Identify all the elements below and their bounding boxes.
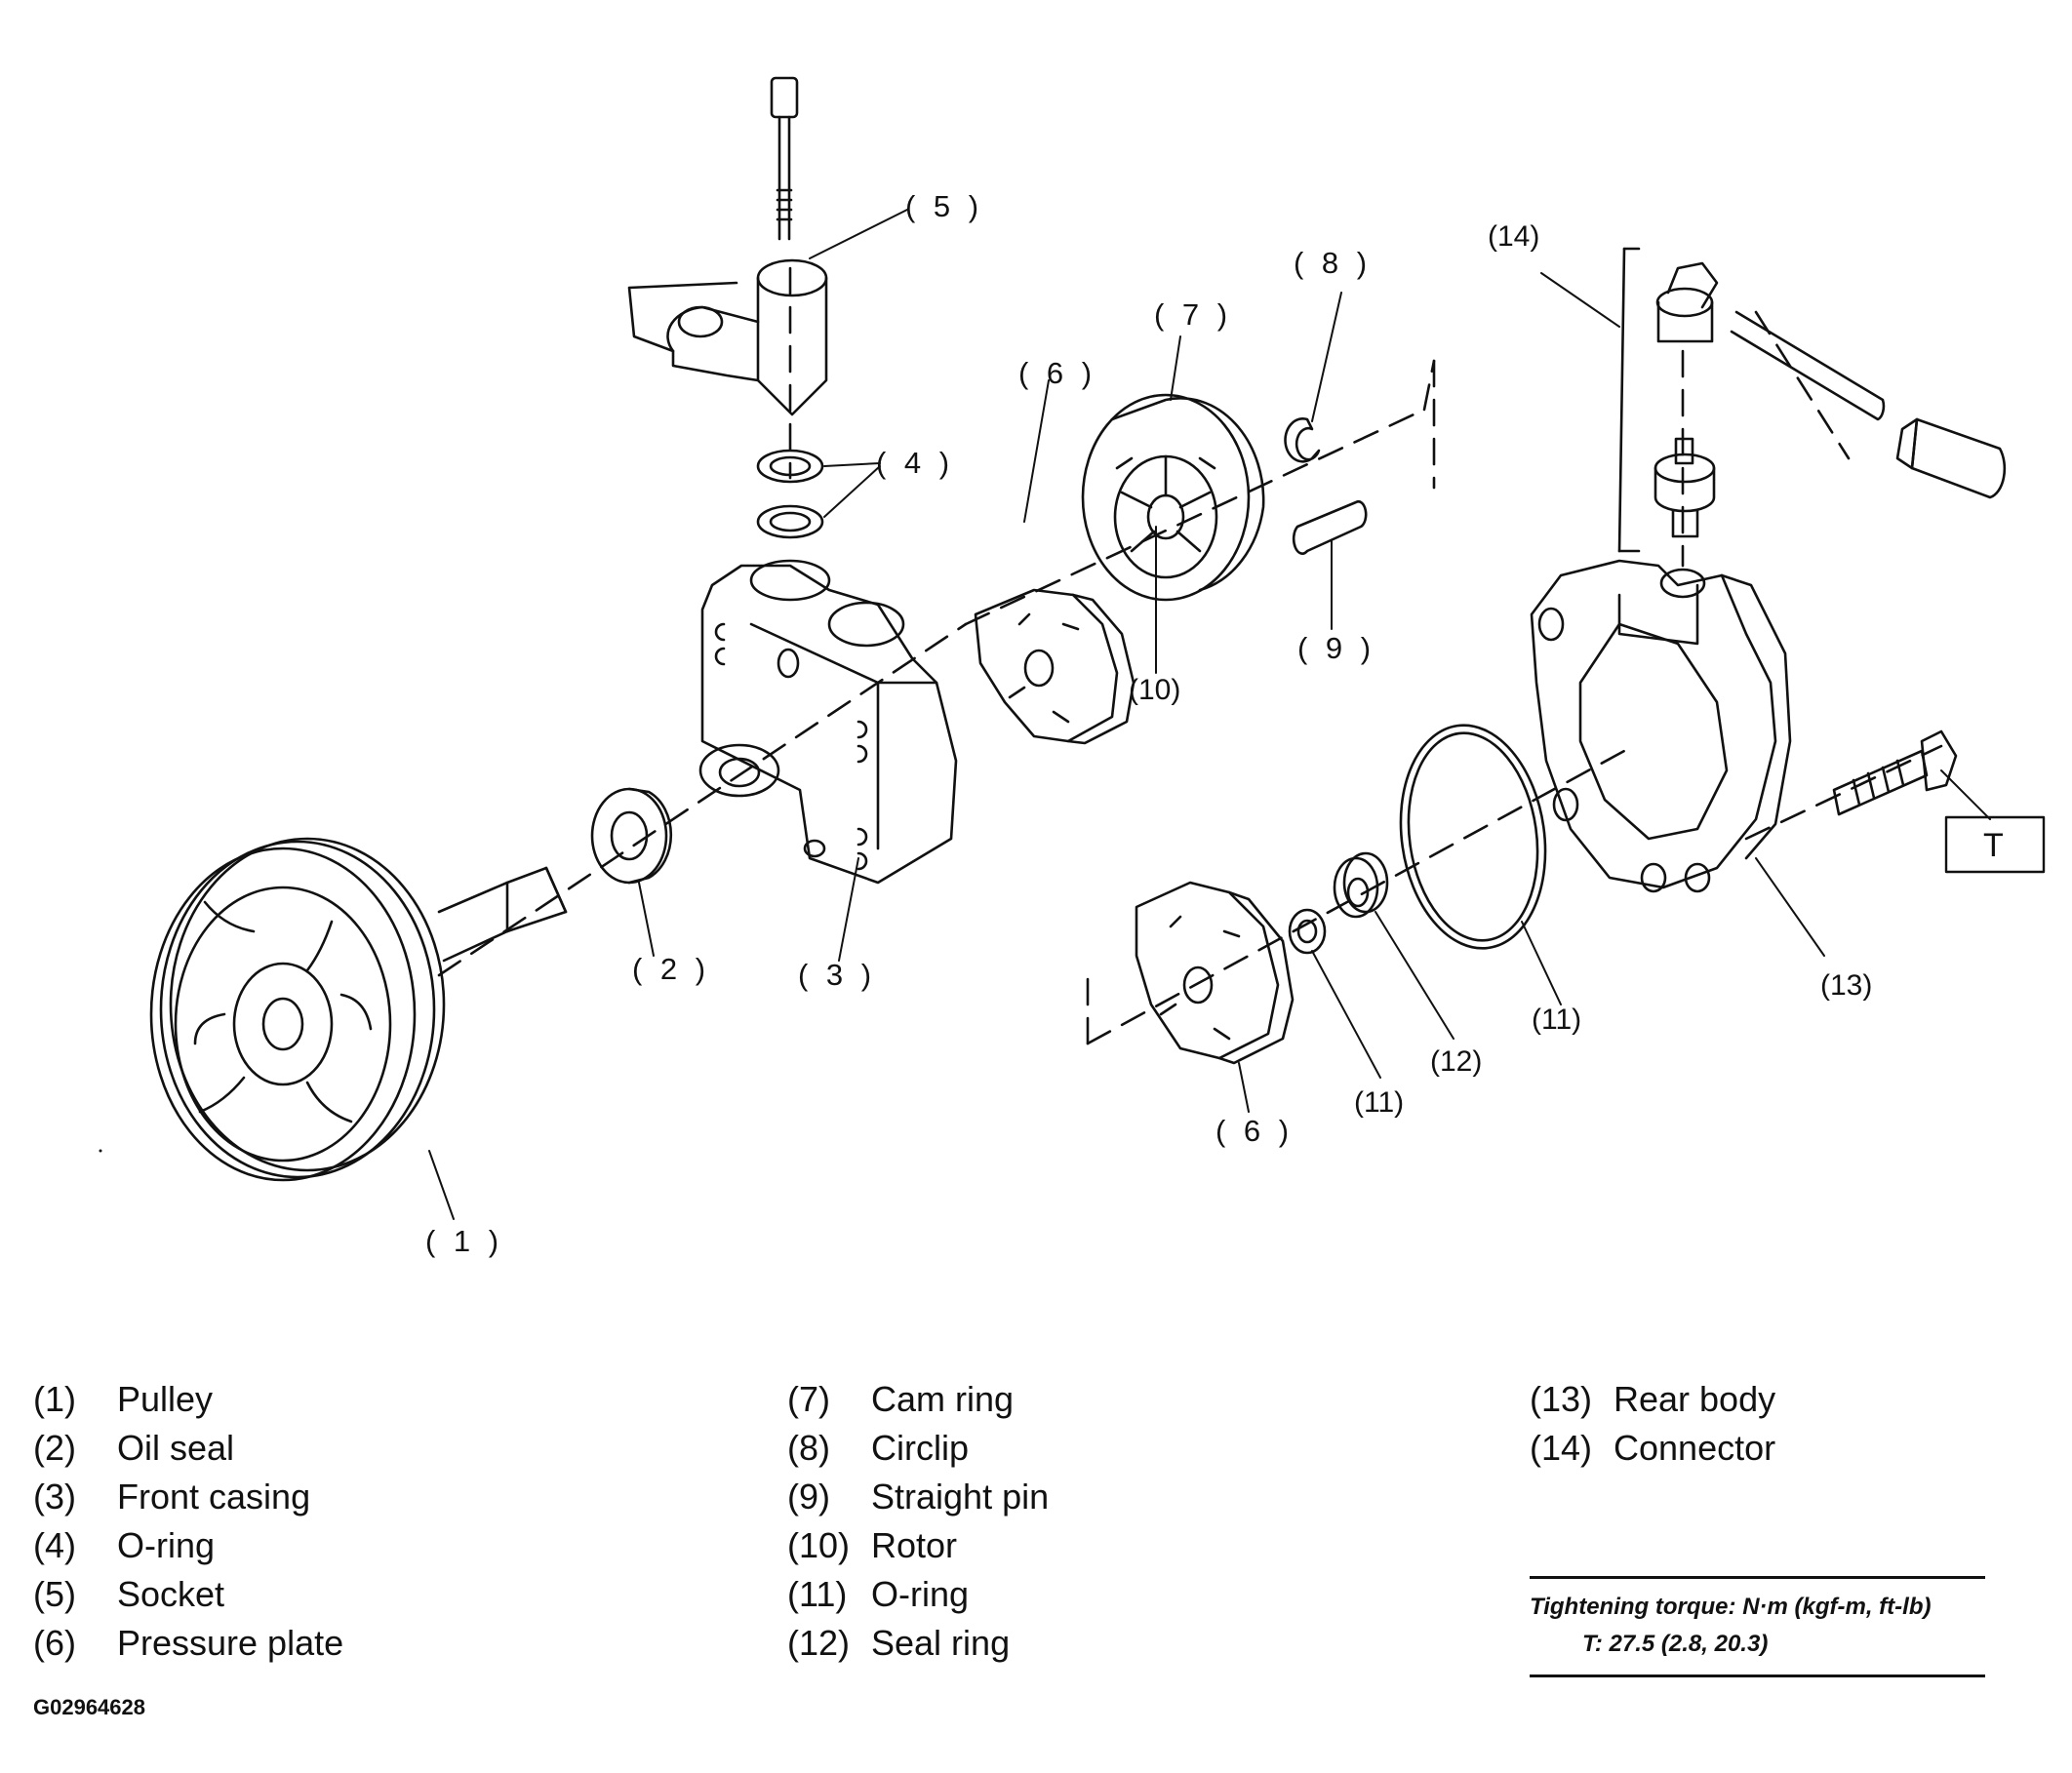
legend-item: (10) Rotor [787,1521,1049,1570]
legend-item: (3) Front casing [33,1473,343,1521]
torque-callout-label: T [1983,827,2004,864]
callout-9: ( 9 ) [1297,631,1375,665]
legend-number: (8) [787,1428,830,1468]
legend-name: Straight pin [871,1477,1050,1517]
legend-column-2: (7) Cam ring (8) Circlip (9) Straight pin (… [787,1375,1049,1668]
cam-ring-part [1081,393,1265,602]
legend-name: Socket [117,1574,225,1614]
rear-body-part [1530,559,1792,893]
pulley-part [149,837,568,1182]
legend-name: Pressure plate [117,1623,344,1663]
legend-number: (2) [33,1428,76,1468]
legend-number: (3) [33,1477,76,1517]
legend-name: Rear body [1614,1379,1776,1419]
legend-item: (9) Straight pin [787,1473,1049,1521]
legend-name: Seal ring [871,1623,1011,1663]
callout-2: ( 2 ) [632,952,710,986]
legend-name: O-ring [871,1574,970,1614]
stray-dot [99,1149,102,1153]
torque-callout-box [1944,815,2046,874]
legend-name: Front casing [117,1477,311,1517]
callout-11-large: (11) [1532,1004,1581,1036]
oil-seal-part [590,787,673,885]
o-rings-part [756,449,824,539]
legend-item: (1) Pulley [33,1375,343,1424]
legend-item: (14) Connector [1530,1424,1775,1473]
legend-item: (13) Rear body [1530,1375,1775,1424]
legend-item: (7) Cam ring [787,1375,1049,1424]
center-lines [437,266,1943,1045]
callout-7: ( 7 ) [1154,297,1232,332]
callout-11-small: (11) [1354,1086,1404,1119]
legend-name: Connector [1614,1428,1776,1468]
legend-number: (7) [787,1379,830,1419]
legend-column-1: (1) Pulley (2) Oil seal (3) Front casing (4… [33,1375,343,1668]
legend-name: Circlip [871,1428,970,1468]
callout-8: ( 8 ) [1294,246,1372,280]
callout-6-lower: ( 6 ) [1215,1114,1294,1148]
callout-4: ( 4 ) [876,446,954,480]
legend-item: (2) Oil seal [33,1424,343,1473]
torque-spec-box: Tightening torque: N·m (kgf-m, ft-lb) T:… [1530,1576,1985,1677]
legend-name: Rotor [871,1525,958,1565]
legend-number: (9) [787,1477,830,1517]
callout-14: (14) [1488,220,1539,253]
callout-6-upper: ( 6 ) [1018,356,1096,390]
legend-item: (8) Circlip [787,1424,1049,1473]
straight-pin-part [1292,500,1368,555]
legend-item: (11) O-ring [787,1570,1049,1619]
callout-13: (13) [1820,969,1872,1002]
legend-number: (11) [787,1574,848,1614]
legend-number: (5) [33,1574,76,1614]
legend-name: Cam ring [871,1379,1015,1419]
callout-12: (12) [1430,1045,1482,1078]
legend-name: Oil seal [117,1428,235,1468]
legend-number: (12) [787,1623,851,1663]
rear-bolt-part [1832,729,1958,816]
socket-part [627,76,828,416]
connector-part [1617,247,2007,553]
seal-ring-part [1333,851,1389,919]
exploded-view-diagram: T ( 1 ) ( 2 ) ( 3 ) ( 4 ) ( 5 ) ( 6 ) ( … [99,76,2046,1258]
callout-10: (10) [1129,674,1180,706]
front-casing-part [698,559,958,885]
legend-name: O-ring [117,1525,216,1565]
callout-1: ( 1 ) [425,1224,503,1258]
legend-number: (1) [33,1379,76,1419]
circlip-part [1284,417,1321,463]
torque-value: T: 27.5 (2.8, 20.3) [1582,1631,1769,1657]
legend-number: (13) [1530,1379,1593,1419]
legend-number: (4) [33,1525,76,1565]
o-ring-small-part [1288,908,1327,955]
legend-number: (14) [1530,1428,1593,1468]
legend-number: (10) [787,1525,851,1565]
legend-item: (12) Seal ring [787,1619,1049,1668]
pressure-plate-upper-part [974,588,1136,745]
legend-number: (6) [33,1623,76,1663]
figure-id: G02964628 [33,1695,145,1719]
callout-3: ( 3 ) [798,958,876,992]
callout-5: ( 5 ) [905,189,983,223]
legend-name: Pulley [117,1379,214,1419]
legend-item: (6) Pressure plate [33,1619,343,1668]
leader-lines [428,209,1991,1220]
torque-heading: Tightening torque: N·m (kgf-m, ft-lb) [1530,1594,1932,1620]
o-ring-large-part [1399,724,1547,950]
legend-item: (5) Socket [33,1570,343,1619]
legend-item: (4) O-ring [33,1521,343,1570]
pressure-plate-lower-part [1135,881,1295,1065]
legend-column-3: (13) Rear body (14) Connector [1530,1375,1775,1473]
